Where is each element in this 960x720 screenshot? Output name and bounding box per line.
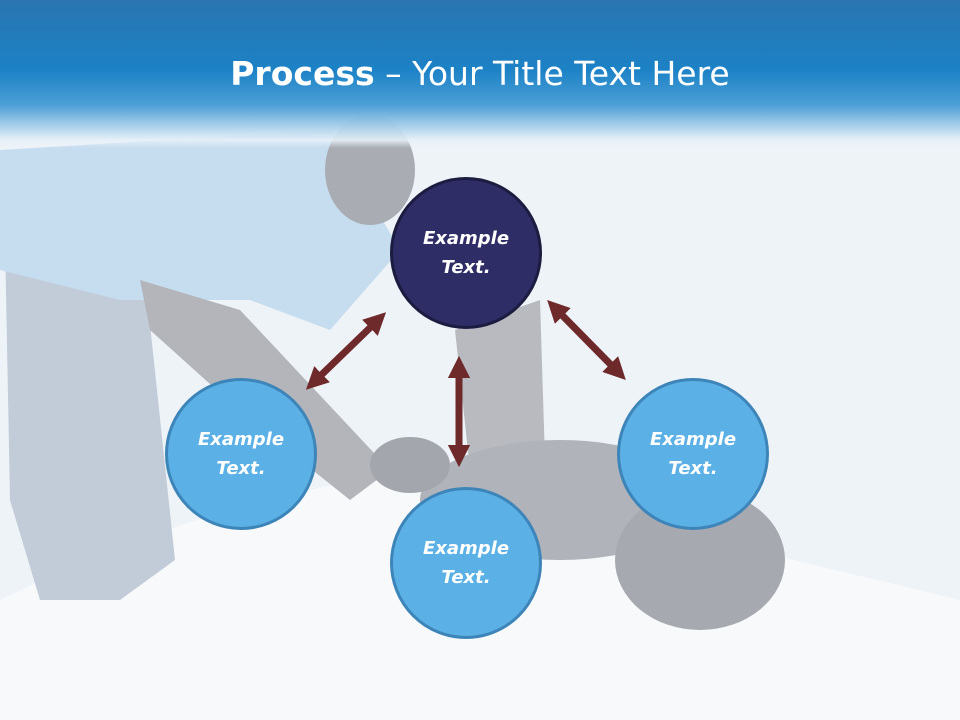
node-right-label: Example Text. — [649, 429, 737, 479]
node-right[interactable]: Example Text. — [617, 378, 769, 530]
node-top-label: Example Text. — [422, 228, 510, 278]
title-bar — [0, 0, 960, 148]
node-bottom[interactable]: Example Text. — [390, 487, 542, 639]
arrow-top-right — [547, 300, 626, 380]
title-text: – Your Title Text Here — [374, 54, 730, 93]
node-bottom-label: Example Text. — [422, 538, 510, 588]
title-keyword: Process — [230, 54, 375, 93]
node-left-label: Example Text. — [197, 429, 285, 479]
slide-title: Process – Your Title Text Here — [0, 52, 960, 96]
node-left[interactable]: Example Text. — [165, 378, 317, 530]
node-top[interactable]: Example Text. — [390, 177, 542, 329]
arrow-top-left — [305, 312, 387, 390]
